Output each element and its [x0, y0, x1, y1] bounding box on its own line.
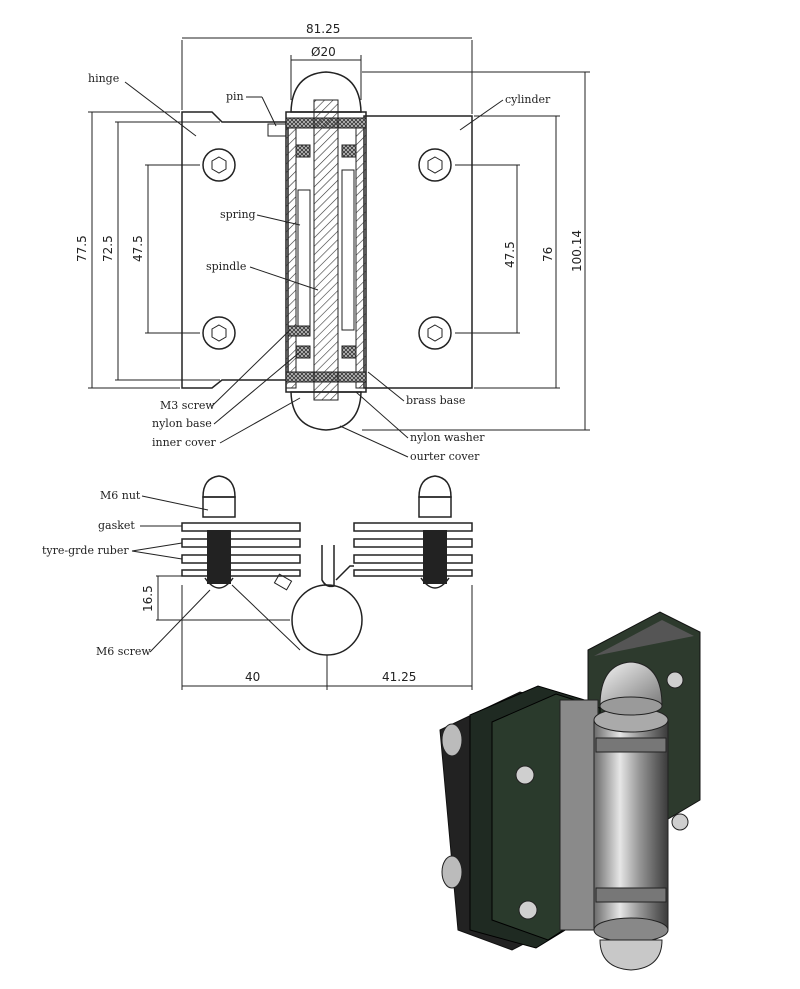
right-leaf [363, 115, 473, 389]
dim-height-left-outer: 77.5 [75, 235, 89, 262]
dim-right-offset: 41.25 [382, 670, 416, 684]
label-brass-base: brass base [406, 394, 465, 407]
hex-bolt-hole [202, 148, 236, 182]
dim-height-right-outer: 100.14 [570, 230, 584, 272]
label-spindle: spindle [206, 260, 246, 273]
spring-coils [297, 169, 355, 331]
label-spring: spring [220, 208, 256, 221]
dim-left-offset: 40 [245, 670, 260, 684]
hex-bolt-hole [202, 316, 236, 350]
label-tyre-rubber: tyre-grde ruber [42, 544, 129, 557]
label-m3-screw: M3 screw [160, 399, 215, 412]
hex-bolt-hole [418, 316, 452, 350]
dim-overall-width: 81.25 [306, 22, 340, 36]
top-cap [599, 661, 663, 707]
label-hinge: hinge [88, 72, 119, 85]
label-nylon-base: nylon base [152, 417, 212, 430]
bolt-icon [671, 813, 689, 831]
dim-cylinder-diameter: Ø20 [311, 45, 336, 59]
label-gasket: gasket [98, 519, 135, 532]
bolt-icon [666, 671, 684, 689]
label-inner-cover: inner cover [152, 436, 216, 449]
dim-clamp-height: 16.5 [141, 585, 155, 612]
hinge-3d-render [439, 611, 701, 971]
front-view: 81.25 Ø20 77.5 72.5 47.5 47.5 76 100.14 … [75, 22, 590, 463]
screw-head [204, 577, 234, 589]
bolt-icon [515, 765, 535, 785]
acorn-nut [202, 475, 236, 498]
cylinder-section [267, 71, 367, 431]
left-leaf [181, 111, 289, 389]
label-pin: pin [226, 90, 244, 103]
label-nylon-washer: nylon washer [410, 431, 485, 444]
dim-height-right-mid: 76 [541, 247, 555, 262]
bolt-icon [518, 900, 538, 920]
label-outer-cover: ourter cover [410, 450, 480, 463]
top-view: 16.5 40 41.25 M6 nut gasket tyre-grde ru… [42, 475, 473, 690]
acorn-nut [418, 475, 452, 498]
cylinder-circle [291, 584, 363, 656]
dim-height-left-mid: 72.5 [101, 235, 115, 262]
dim-hole-spacing-right: 47.5 [503, 241, 517, 268]
label-m6-screw: M6 screw [96, 645, 151, 658]
label-m6-nut: M6 nut [100, 489, 141, 502]
screw-head [420, 577, 450, 589]
label-cylinder: cylinder [505, 93, 551, 106]
hex-bolt-hole [418, 148, 452, 182]
dim-hole-spacing-left: 47.5 [131, 235, 145, 262]
